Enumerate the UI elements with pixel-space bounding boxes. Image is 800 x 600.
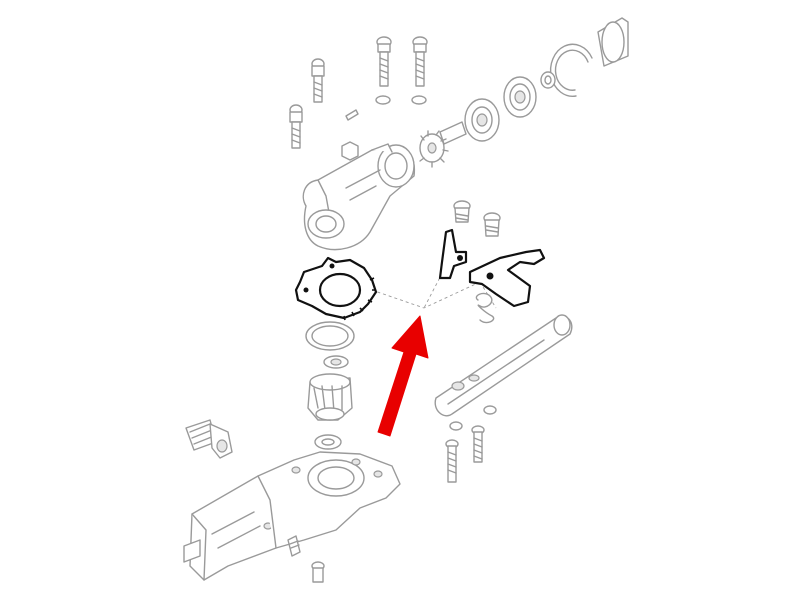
- highlight-arrow: [377, 315, 429, 437]
- washer-bottom: [314, 434, 342, 450]
- o-ring: [305, 321, 355, 351]
- grease-fitting-2: [483, 212, 501, 237]
- bolt-top-left: [376, 36, 392, 87]
- small-washer: [540, 71, 556, 89]
- sleeve-tube: [597, 17, 629, 67]
- small-screw: [345, 109, 359, 121]
- bolt-bottom-2: [311, 561, 325, 583]
- long-shaft: [434, 314, 573, 417]
- gearbox-head-housing: [302, 143, 416, 251]
- base-housing: [183, 451, 401, 581]
- bolt-far-left: [289, 104, 303, 149]
- gasket: [294, 256, 378, 321]
- bolt-mid-left: [311, 58, 325, 103]
- mounting-brackets: [438, 228, 546, 308]
- washers-top: [375, 95, 427, 105]
- spring-clip: [475, 292, 495, 324]
- washer-shaft-1: [483, 405, 497, 415]
- circlip: [549, 43, 593, 98]
- bolt-top-right: [412, 36, 428, 87]
- screw-bottom-right-2: [445, 439, 459, 483]
- bearing-1: [503, 76, 537, 118]
- grease-fitting-1: [453, 200, 471, 223]
- washer-shaft-2: [449, 421, 463, 431]
- bolt-bottom-1: [287, 535, 301, 557]
- seal-washer: [323, 355, 349, 369]
- nut: [341, 141, 359, 161]
- threaded-plug: [185, 419, 233, 459]
- screw-bottom-right-1: [471, 425, 485, 463]
- drive-shaft: [419, 121, 467, 168]
- bevel-gear: [307, 373, 353, 421]
- bearing-2: [464, 98, 500, 142]
